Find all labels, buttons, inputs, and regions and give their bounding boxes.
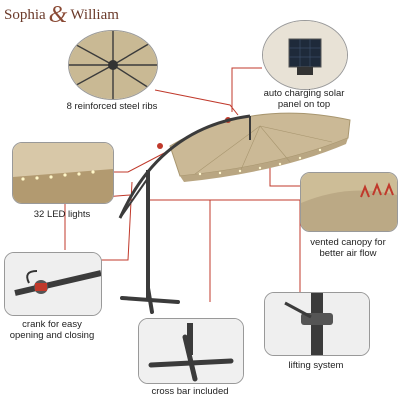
caption-solar-1: auto charging solar	[263, 88, 345, 99]
brand-name-right: William	[70, 6, 119, 23]
crossbar-detail-graphic	[139, 319, 243, 383]
brand-ampersand: &	[48, 2, 68, 28]
caption-lift: lifting system	[288, 360, 344, 371]
callout-crank-image	[4, 252, 102, 316]
caption-vent-1: vented canopy for	[310, 237, 386, 248]
caption-ribs: 8 reinforced steel ribs	[66, 101, 158, 112]
callout-led-image	[12, 142, 114, 204]
crank-detail-graphic	[5, 253, 101, 315]
callout-crossbar-image	[138, 318, 244, 384]
callout-solar-image	[262, 20, 348, 90]
caption-crank-1: crank for easy	[22, 319, 82, 330]
caption-vent-2: better air flow	[319, 248, 377, 259]
lift-detail-graphic	[265, 293, 369, 355]
ribs-detail-graphic	[69, 31, 157, 99]
caption-led: 32 LED lights	[33, 209, 91, 220]
callout-vent-image	[300, 172, 398, 232]
caption-crossbar: cross bar included	[151, 386, 229, 397]
led-detail-graphic	[13, 143, 113, 203]
brand-name-left: Sophia	[4, 6, 46, 23]
callout-lift-image	[264, 292, 370, 356]
caption-solar-2: panel on top	[277, 99, 331, 110]
solar-panel-graphic	[263, 21, 347, 89]
caption-crank-2: opening and closing	[9, 330, 95, 341]
umbrella-illustration	[118, 112, 351, 314]
brand-logo: Sophia & William	[4, 2, 119, 28]
vent-detail-graphic	[301, 173, 397, 231]
callout-ribs-image	[68, 30, 158, 100]
